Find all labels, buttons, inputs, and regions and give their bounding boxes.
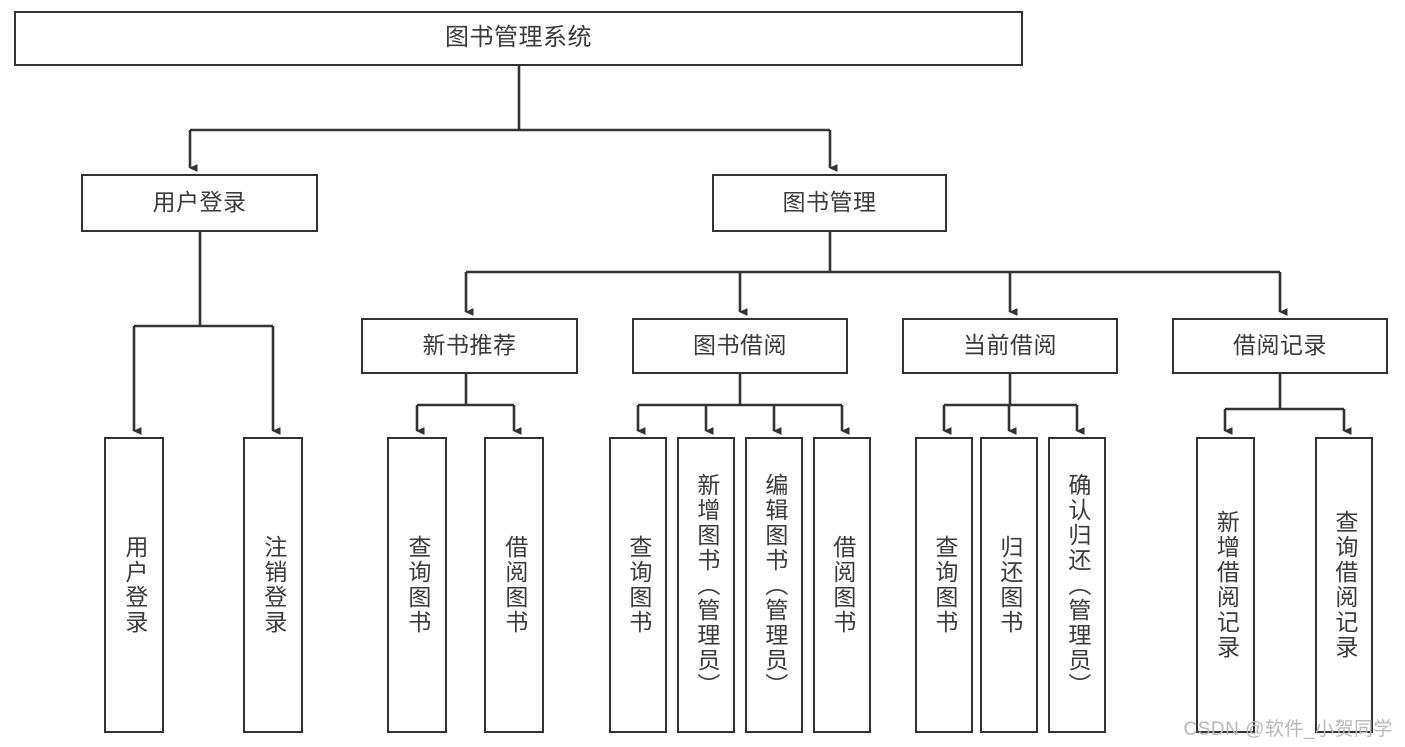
node-leaf-add-record[interactable]: 新增借阅记录 bbox=[1196, 437, 1255, 733]
node-new-book-recommend[interactable]: 新书推荐 bbox=[361, 318, 578, 374]
node-leaf-query-book-3[interactable]: 查询图书 bbox=[915, 437, 973, 733]
node-book-manage-label: 图书管理 bbox=[782, 189, 877, 216]
node-root-label: 图书管理系统 bbox=[445, 24, 592, 52]
node-leaf-borrow-book-1-label: 借阅图书 bbox=[501, 535, 528, 635]
node-leaf-edit-book[interactable]: 编辑图书（管理员） bbox=[745, 437, 803, 733]
node-leaf-user-login[interactable]: 用户登录 bbox=[104, 437, 164, 733]
node-book-borrow[interactable]: 图书借阅 bbox=[632, 318, 848, 374]
node-leaf-borrow-book-2[interactable]: 借阅图书 bbox=[813, 437, 871, 733]
node-leaf-query-book-1[interactable]: 查询图书 bbox=[387, 437, 447, 733]
node-leaf-user-login-label: 用户登录 bbox=[121, 535, 148, 635]
node-current-borrow-label: 当前借阅 bbox=[963, 332, 1057, 359]
node-leaf-borrow-book-1[interactable]: 借阅图书 bbox=[484, 437, 544, 733]
node-book-borrow-label: 图书借阅 bbox=[693, 332, 787, 359]
node-leaf-logout-label: 注销登录 bbox=[260, 535, 287, 635]
node-leaf-edit-book-label: 编辑图书（管理员） bbox=[761, 472, 788, 698]
node-leaf-query-book-1-label: 查询图书 bbox=[404, 535, 431, 635]
node-leaf-return-book[interactable]: 归还图书 bbox=[980, 437, 1038, 733]
node-root[interactable]: 图书管理系统 bbox=[14, 11, 1023, 66]
node-new-book-recommend-label: 新书推荐 bbox=[422, 332, 517, 359]
node-leaf-query-book-2-label: 查询图书 bbox=[625, 535, 652, 635]
node-book-manage[interactable]: 图书管理 bbox=[712, 174, 947, 232]
node-borrow-record[interactable]: 借阅记录 bbox=[1172, 318, 1388, 374]
node-leaf-return-book-label: 归还图书 bbox=[996, 535, 1023, 635]
node-leaf-query-book-3-label: 查询图书 bbox=[931, 535, 958, 635]
node-borrow-record-label: 借阅记录 bbox=[1233, 332, 1327, 359]
node-user-login[interactable]: 用户登录 bbox=[81, 174, 318, 232]
node-leaf-query-record[interactable]: 查询借阅记录 bbox=[1315, 437, 1373, 733]
node-leaf-query-record-label: 查询借阅记录 bbox=[1331, 510, 1358, 660]
node-leaf-add-book[interactable]: 新增图书（管理员） bbox=[677, 437, 735, 733]
node-leaf-confirm-return-label: 确认归还（管理员） bbox=[1064, 472, 1091, 698]
node-leaf-add-book-label: 新增图书（管理员） bbox=[693, 472, 720, 698]
node-user-login-label: 用户登录 bbox=[152, 189, 247, 216]
node-leaf-query-book-2[interactable]: 查询图书 bbox=[609, 437, 667, 733]
node-leaf-logout[interactable]: 注销登录 bbox=[243, 437, 303, 733]
node-current-borrow[interactable]: 当前借阅 bbox=[902, 318, 1118, 374]
node-leaf-confirm-return[interactable]: 确认归还（管理员） bbox=[1048, 437, 1106, 733]
node-leaf-borrow-book-2-label: 借阅图书 bbox=[829, 535, 856, 635]
node-leaf-add-record-label: 新增借阅记录 bbox=[1213, 510, 1240, 660]
